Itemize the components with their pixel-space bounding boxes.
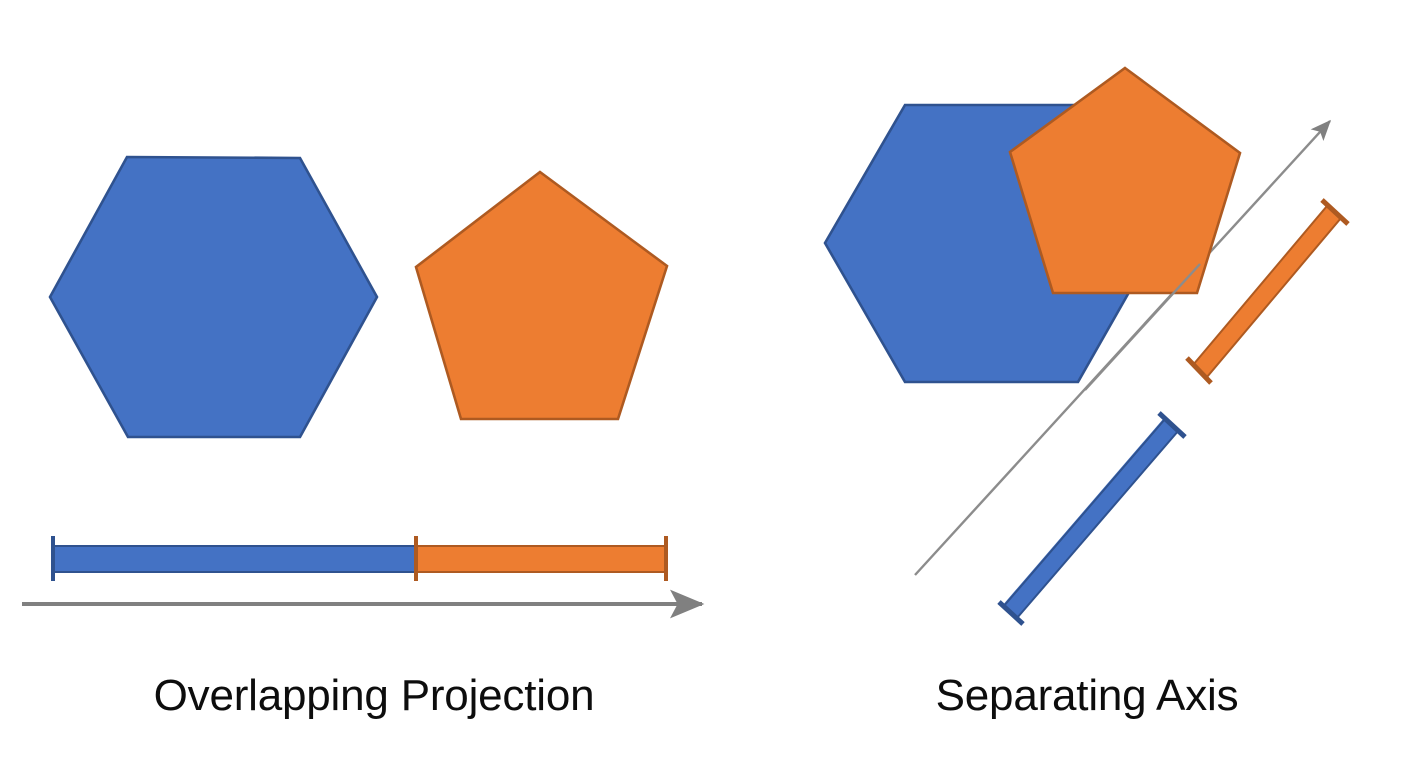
right-blue-start-cap — [997, 600, 1025, 626]
right-orange-end-cap — [1320, 198, 1350, 226]
right-orange-projection-bar[interactable] — [1192, 205, 1342, 378]
left-pentagon-shape[interactable] — [414, 170, 669, 421]
left-panel: Overlapping Projection — [22, 155, 705, 720]
left-orange-projection-bar[interactable] — [415, 545, 667, 573]
right-blue-end-cap — [1157, 411, 1187, 439]
right-separating-axis-overlay-segment — [1084, 263, 1201, 391]
right-panel: Separating Axis — [823, 66, 1350, 720]
right-pentagon-shape[interactable] — [1008, 66, 1242, 295]
right-blue-projection-bar[interactable] — [1002, 417, 1180, 619]
left-blue-projection-bar[interactable] — [52, 545, 417, 573]
left-hexagon-shape[interactable] — [48, 155, 379, 439]
right-orange-projection-bar-outline-a — [1192, 205, 1328, 366]
right-orange-start-cap — [1185, 356, 1213, 385]
right-blue-projection-bar-outline-a — [1002, 418, 1166, 608]
left-panel-caption: Overlapping Projection — [154, 671, 595, 720]
right-orange-projection-bar-outline-b — [1206, 217, 1342, 378]
right-blue-projection-bar-outline-b — [1016, 429, 1180, 619]
right-panel-caption: Separating Axis — [936, 671, 1239, 720]
